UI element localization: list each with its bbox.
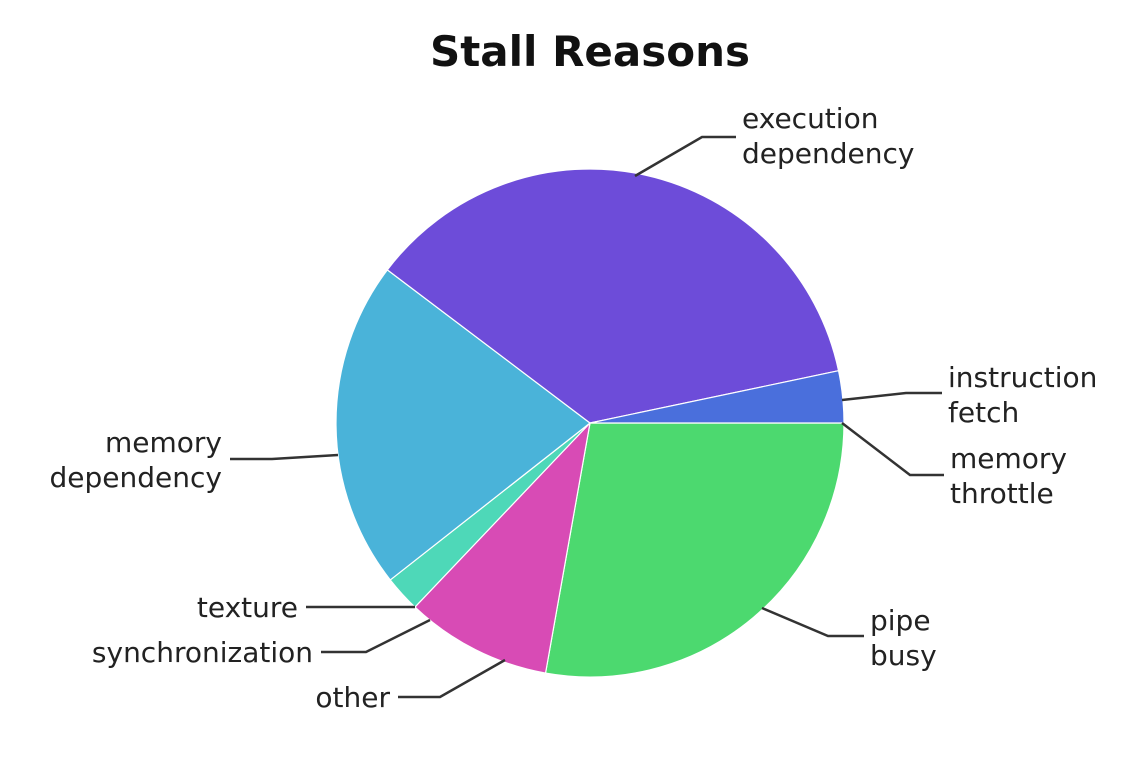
leader-line-memory-dependency xyxy=(230,453,339,461)
leader-line-synchronization xyxy=(321,618,431,654)
pie-slice-execution-dependency xyxy=(386,168,840,424)
pie-slice-other xyxy=(414,421,591,674)
pie-slice-memory-dependency xyxy=(335,269,591,581)
leader-line-pipe-busy xyxy=(761,606,864,638)
leader-line-memory-throttle xyxy=(841,422,944,477)
slice-label-other: other xyxy=(315,681,390,714)
leader-line-other xyxy=(398,658,506,699)
pie-slices xyxy=(335,168,845,678)
pie-slice-pipe-busy xyxy=(544,422,845,678)
slice-label-texture: texture xyxy=(197,591,298,624)
leader-line-execution-dependency xyxy=(634,135,736,178)
leader-lines xyxy=(230,135,944,699)
slice-label-synchronization: synchronization xyxy=(92,636,313,669)
chart-title: Stall Reasons xyxy=(430,27,750,76)
leader-line-instruction-fetch xyxy=(841,391,942,402)
